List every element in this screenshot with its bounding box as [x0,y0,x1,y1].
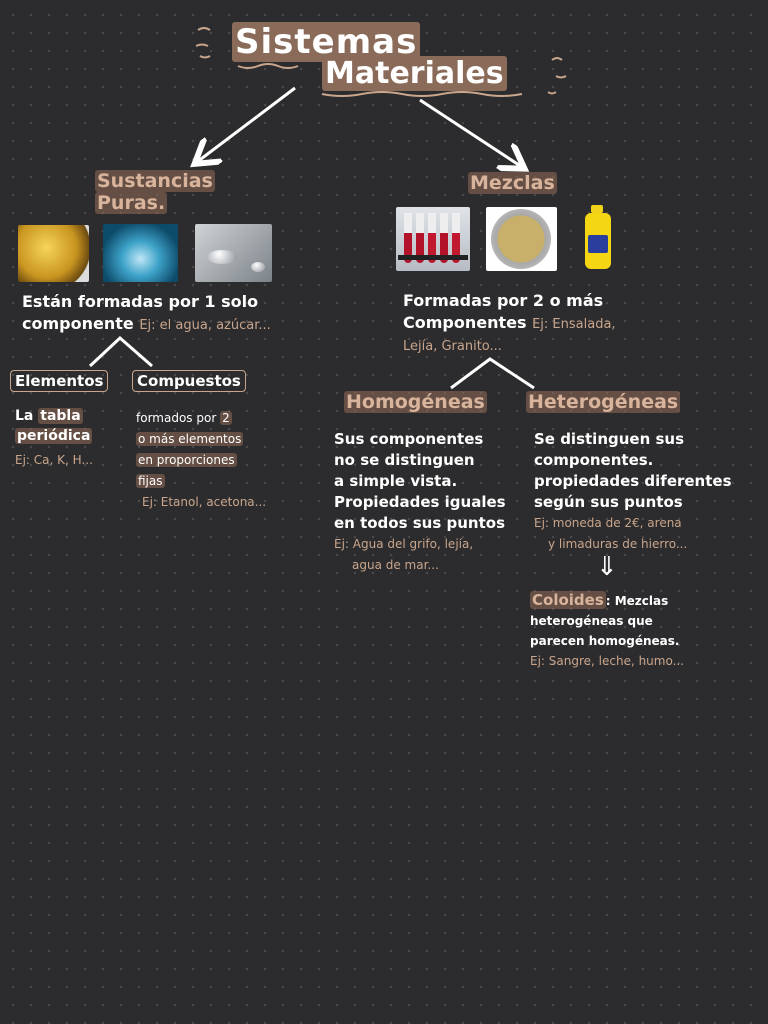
sustancias-description: Están formadas por 1 solo componente Ej:… [22,292,271,333]
compuestos-description: formados por 2 o más elementos en propor… [136,411,267,509]
coin-icon [486,207,557,271]
gold-nugget-icon [18,225,89,282]
branch-left [88,335,153,368]
implies-arrow-icon: ⇓ [596,552,618,582]
elementos-label: Elementos [10,370,109,392]
decor-squiggle [195,27,567,95]
arrow-to-sustancias [197,86,296,162]
mezclas-heading: Mezclas [468,172,557,194]
title-underline [237,63,299,69]
title-line1: Sistemas [232,22,421,62]
heterogeneas-heading: Heterogéneas [526,391,681,413]
homogeneas-heading: Homogéneas [344,391,487,413]
sustancias-puras-heading: Sustancias Puras. [95,170,215,214]
mercury-drop-icon [195,224,272,282]
title-line2: Materiales [322,56,507,91]
heterogeneas-description: Se distinguen sus componentes. propiedad… [534,430,732,551]
bleach-bottle-icon [583,205,613,271]
arrow-to-mezclas [419,98,522,167]
coloides-block: Coloides: Mezclas heterogéneas que parec… [530,591,685,668]
test-tubes-icon [396,207,470,271]
branch-right [450,357,535,390]
mezclas-description: Formadas por 2 o más Componentes Ej: Ens… [403,291,616,354]
water-drop-icon [103,224,178,282]
elementos-description: La tabla periódica Ej: Ca, K, H... [15,408,93,467]
title2-underline [321,91,523,97]
compuestos-label: Compuestos [132,370,246,392]
homogeneas-description: Sus componentes no se distinguen a simpl… [334,430,506,572]
